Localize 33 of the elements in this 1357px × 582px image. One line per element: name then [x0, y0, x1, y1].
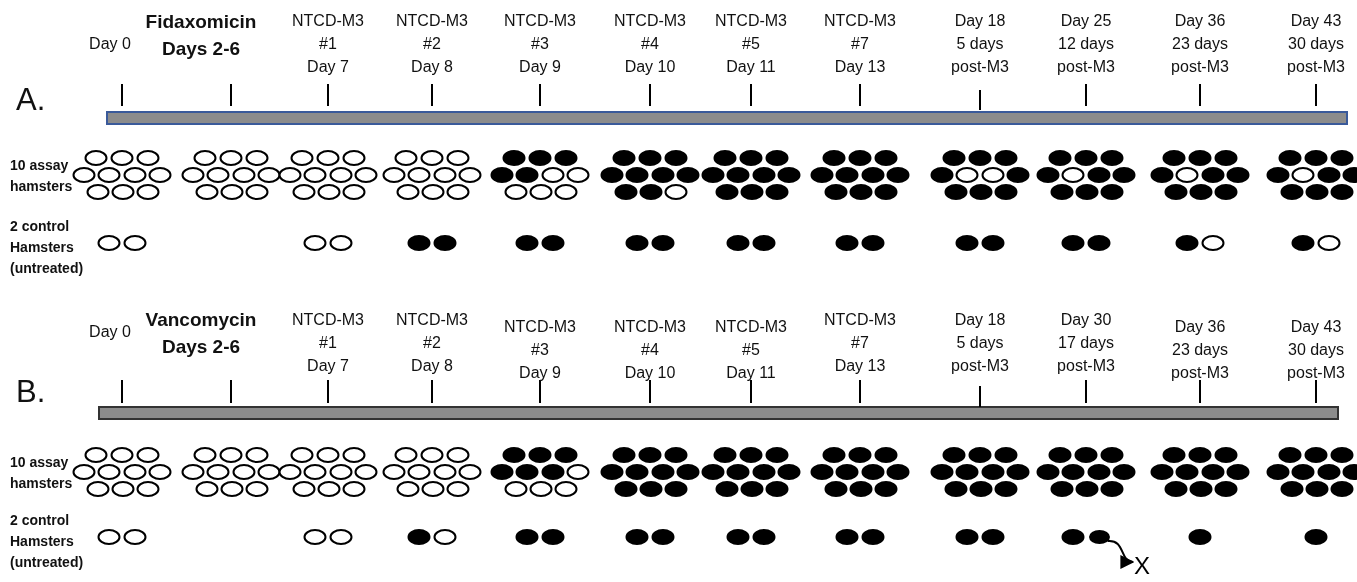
arrow: [1106, 540, 1135, 568]
timepoint-label: NTCD-M3 #1 Day 7: [292, 11, 364, 77]
outcome-mark: X: [1134, 553, 1150, 579]
hamster-marker: [1088, 530, 1110, 544]
timepoint-label: Day 0: [89, 322, 131, 342]
timepoint-label: NTCD-M3 #4 Day 10: [614, 317, 686, 383]
timepoint-label: Day 0: [89, 34, 131, 54]
treatment-label: Fidaxomicin Days 2-6: [145, 10, 257, 61]
timepoint-label: NTCD-M3 #7 Day 13: [824, 11, 896, 77]
timepoint-label: NTCD-M3 #2 Day 8: [396, 11, 468, 77]
timepoint-label: Day 18 5 days post-M3: [951, 11, 1009, 77]
timepoint-label: NTCD-M3 #5 Day 11: [715, 11, 787, 77]
timepoint-label: Day 36 23 days post-M3: [1171, 317, 1229, 383]
row-label: 2 control Hamsters (untreated): [10, 217, 84, 278]
timepoint-label: Day 36 23 days post-M3: [1171, 11, 1229, 77]
timepoint-label: NTCD-M3 #7 Day 13: [824, 310, 896, 376]
panel-letter: B.: [16, 375, 46, 409]
timepoint-label: Day 25 12 days post-M3: [1057, 11, 1115, 77]
panel-letter: A.: [16, 83, 46, 117]
timepoint-label: NTCD-M3 #1 Day 7: [292, 310, 364, 376]
timepoint-label: NTCD-M3 #3 Day 9: [504, 11, 576, 77]
row-label: 10 assay hamsters: [10, 156, 73, 196]
timepoint-label: NTCD-M3 #3 Day 9: [504, 317, 576, 383]
timepoint-label: NTCD-M3 #5 Day 11: [715, 317, 787, 383]
timepoint-label: Day 43 30 days post-M3: [1287, 317, 1345, 383]
timepoint-label: Day 30 17 days post-M3: [1057, 310, 1115, 376]
treatment-label: Vancomycin Days 2-6: [145, 308, 257, 359]
row-label: 2 control Hamsters (untreated): [10, 511, 84, 572]
timepoint-label: NTCD-M3 #4 Day 10: [614, 11, 686, 77]
timepoint-label: Day 18 5 days post-M3: [951, 310, 1009, 376]
timepoint-label: Day 43 30 days post-M3: [1287, 11, 1345, 77]
row-label: 10 assay hamsters: [10, 453, 73, 493]
timepoint-label: NTCD-M3 #2 Day 8: [396, 310, 468, 376]
